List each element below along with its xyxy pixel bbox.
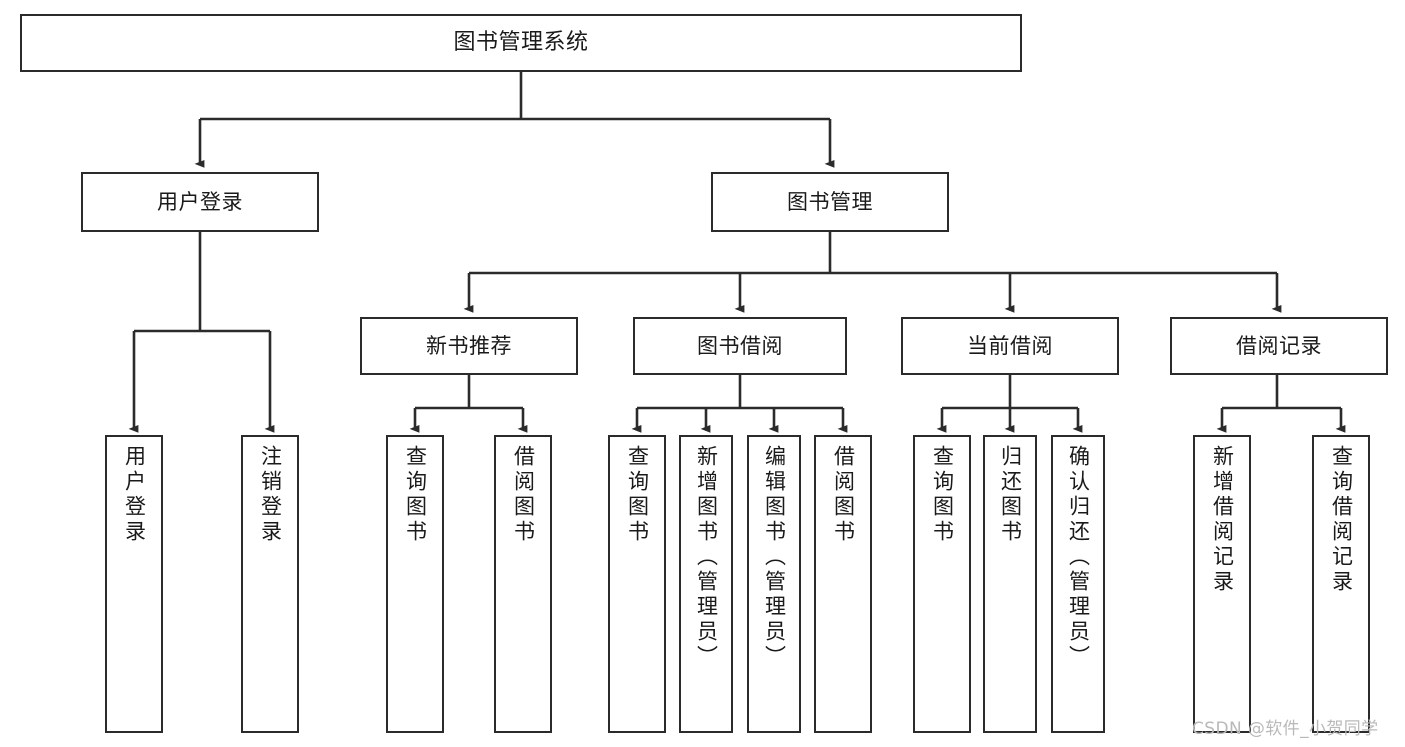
leaf-book-borrow-borrow[interactable]: 借阅图书 [814,435,872,733]
leaf-book-borrow-add[interactable]: 新增图书（管理员） [679,435,733,733]
node-label: 用户登录 [122,445,147,545]
node-label: 借阅记录 [1236,333,1322,358]
node-borrow-record[interactable]: 借阅记录 [1170,317,1388,375]
leaf-current-borrow-confirm-return[interactable]: 确认归还（管理员） [1051,435,1105,733]
node-label: 当前借阅 [967,333,1053,358]
leaf-current-borrow-return[interactable]: 归还图书 [983,435,1037,733]
node-label: 新增借阅记录 [1210,445,1235,595]
leaf-book-borrow-query[interactable]: 查询图书 [608,435,666,733]
leaf-borrow-record-query[interactable]: 查询借阅记录 [1312,435,1370,733]
leaf-new-book-query[interactable]: 查询图书 [386,435,444,733]
csdn-watermark: CSDN @软件_小贺同学 [1192,714,1379,739]
node-label: 用户登录 [157,189,243,214]
node-label: 查询借阅记录 [1329,445,1354,595]
node-label: 图书管理 [787,189,873,214]
node-new-book-recommend[interactable]: 新书推荐 [360,317,578,375]
node-label: 确认归还（管理员） [1066,445,1091,670]
watermark-text: CSDN @软件_小贺同学 [1192,719,1379,739]
node-label: 借阅图书 [511,445,536,545]
node-user-login[interactable]: 用户登录 [81,172,319,232]
leaf-current-borrow-query[interactable]: 查询图书 [913,435,971,733]
leaf-borrow-record-add[interactable]: 新增借阅记录 [1193,435,1251,733]
node-label: 归还图书 [998,445,1023,545]
node-label: 查询图书 [625,445,650,545]
leaf-user-login-login[interactable]: 用户登录 [105,435,163,733]
leaf-new-book-borrow[interactable]: 借阅图书 [494,435,552,733]
node-book-borrow[interactable]: 图书借阅 [633,317,847,375]
node-label: 新增图书（管理员） [694,445,719,670]
node-label: 编辑图书（管理员） [762,445,787,670]
node-label: 图书管理系统 [453,30,589,56]
leaf-user-login-logout[interactable]: 注销登录 [241,435,299,733]
node-label: 查询图书 [930,445,955,545]
node-current-borrow[interactable]: 当前借阅 [901,317,1119,375]
node-book-management[interactable]: 图书管理 [711,172,949,232]
node-root-book-management-system[interactable]: 图书管理系统 [20,14,1022,72]
node-label: 借阅图书 [831,445,856,545]
node-label: 注销登录 [258,445,283,545]
node-label: 查询图书 [403,445,428,545]
node-label: 新书推荐 [426,333,512,358]
leaf-book-borrow-edit[interactable]: 编辑图书（管理员） [747,435,801,733]
node-label: 图书借阅 [697,333,783,358]
